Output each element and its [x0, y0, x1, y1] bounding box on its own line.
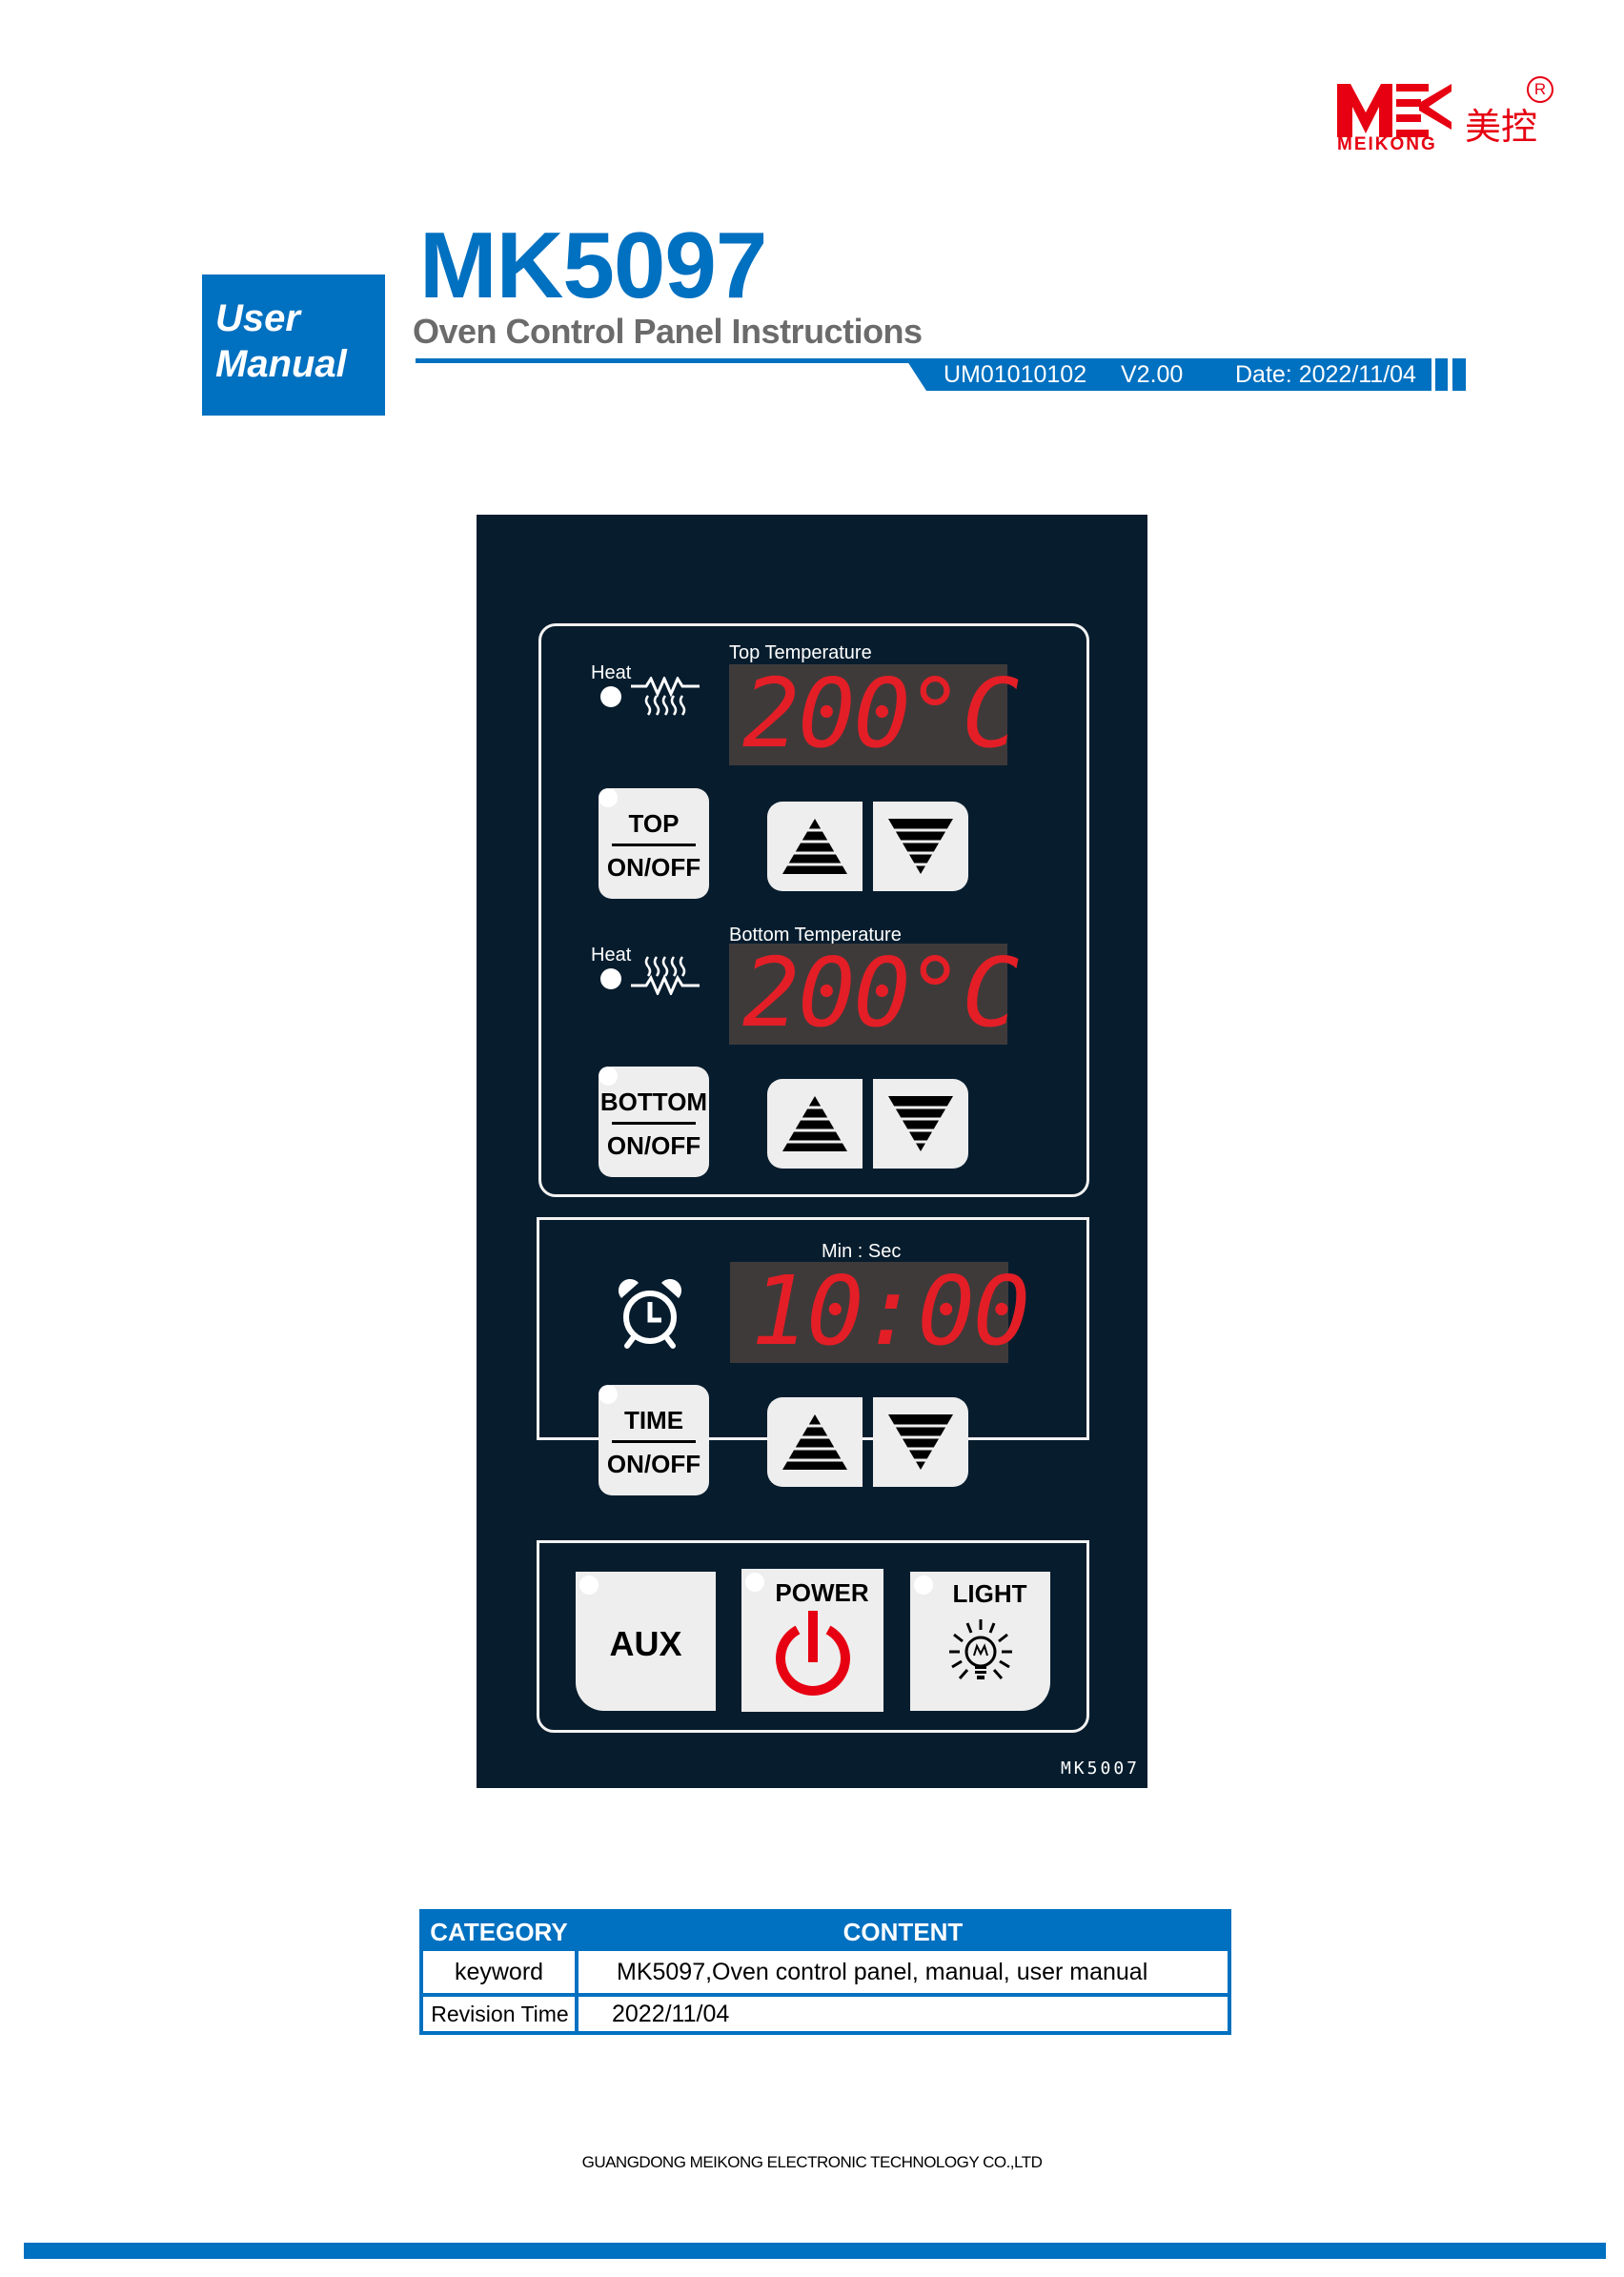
top-temp-down-button[interactable] — [873, 802, 968, 891]
bottom-temp-down-button[interactable] — [873, 1079, 968, 1169]
badge-line-1: User — [215, 297, 300, 339]
bottom-temperature-unit: °C — [906, 937, 1019, 1048]
bottom-heat-indicator — [600, 968, 621, 989]
up-arrow-icon — [767, 1096, 863, 1151]
time-up-button[interactable] — [767, 1397, 863, 1487]
key-divider — [612, 844, 696, 846]
down-arrow-icon — [873, 1096, 968, 1151]
bottom-temperature-display: 200 °C — [729, 937, 1019, 1048]
light-label: LIGHT — [952, 1579, 1027, 1608]
time-onoff-button[interactable]: TIME ON/OFF — [599, 1385, 709, 1495]
document-info-table: CATEGORY CONTENT keyword MK5097,Oven con… — [419, 1909, 1231, 2035]
title-underline — [416, 358, 915, 363]
light-bulb-icon — [949, 1619, 1012, 1679]
bottom-heat-label: Heat — [591, 945, 632, 966]
power-icon — [776, 1611, 850, 1696]
top-temperature-label: Top Temperature — [729, 642, 872, 663]
top-temperature-unit: °C — [906, 658, 1019, 769]
table-row-divider — [423, 1993, 1228, 1997]
doc-number: UM01010102 — [944, 361, 1087, 388]
top-temperature-value: 200 — [742, 658, 911, 769]
aux-label: AUX — [609, 1624, 682, 1663]
timer-value: 10:00 — [751, 1255, 1030, 1367]
top-key-label: TOP — [628, 809, 680, 838]
registered-mark: R — [1527, 76, 1553, 103]
up-arrow-icon — [767, 819, 863, 874]
down-arrow-icon — [873, 819, 968, 874]
bottom-temp-up-button[interactable] — [767, 1079, 863, 1169]
up-arrow-icon — [767, 1414, 863, 1470]
brand-name: MEIKONG — [1337, 134, 1437, 154]
bottom-temperature-label: Bottom Temperature — [729, 925, 902, 945]
company-name: GUANGDONG MEIKONG ELECTRONIC TECHNOLOGY … — [581, 2153, 1043, 2171]
aux-led — [579, 1576, 599, 1595]
document-subtitle: Oven Control Panel Instructions — [413, 312, 923, 351]
table-row-keyword-category: keyword — [454, 1959, 544, 1985]
top-onoff-led — [599, 788, 618, 807]
table-row-keyword-content: MK5097,Oven control panel, manual, user … — [617, 1959, 1148, 1985]
top-temperature-display: 200 °C — [729, 658, 1019, 769]
power-led — [745, 1573, 764, 1592]
decorative-bar — [1435, 358, 1448, 391]
top-heating-element-icon — [631, 677, 700, 716]
bottom-temperature-value: 200 — [742, 937, 911, 1048]
footer-bar — [24, 2243, 1606, 2259]
top-onoff-button[interactable]: TOP ON/OFF — [599, 788, 709, 899]
table-row-revision-content: 2022/11/04 — [612, 2001, 730, 2027]
down-arrow-icon — [873, 1414, 968, 1470]
bottom-heating-element-icon — [631, 956, 700, 995]
panel-model-tag: MK5007 — [1060, 1759, 1140, 1779]
top-temp-up-button[interactable] — [767, 802, 863, 891]
badge-line-2: Manual — [215, 343, 347, 385]
alarm-clock-icon — [618, 1278, 682, 1349]
top-heat-indicator — [600, 686, 621, 707]
light-button[interactable]: LIGHT — [910, 1572, 1050, 1711]
key-divider — [612, 1440, 696, 1443]
doc-version: V2.00 — [1121, 361, 1184, 388]
top-key-onoff-label: ON/OFF — [606, 853, 701, 882]
temperature-section — [538, 623, 1089, 1197]
bottom-key-onoff-label: ON/OFF — [606, 1131, 701, 1160]
table-header-row — [423, 1913, 1228, 1951]
bottom-onoff-led — [599, 1067, 618, 1086]
bottom-key-label: BOTTOM — [599, 1088, 708, 1116]
power-label: POWER — [775, 1578, 869, 1607]
timer-display: 10:00 — [730, 1262, 1030, 1363]
top-heat-label: Heat — [591, 662, 632, 683]
brand-chinese-name: 美控 — [1465, 106, 1538, 148]
doc-date: Date: 2022/11/04 — [1235, 361, 1416, 388]
bottom-onoff-button[interactable]: BOTTOM ON/OFF — [599, 1067, 709, 1177]
time-key-label: TIME — [623, 1406, 684, 1434]
function-key-section — [537, 1540, 1089, 1733]
meikong-logo-icon — [1337, 84, 1451, 137]
table-column-divider — [575, 1913, 579, 2031]
aux-button[interactable]: AUX — [576, 1572, 716, 1711]
decorative-bar — [1452, 358, 1466, 391]
time-key-onoff-label: ON/OFF — [606, 1450, 701, 1478]
timer-unit-label: Min : Sec — [822, 1241, 902, 1262]
doc-info-band — [905, 358, 1431, 391]
key-divider — [612, 1122, 696, 1125]
table-header-category: CATEGORY — [430, 1918, 568, 1946]
power-button[interactable]: POWER — [741, 1569, 883, 1712]
document-title: MK5097 — [419, 213, 767, 317]
light-led — [914, 1576, 933, 1595]
time-down-button[interactable] — [873, 1397, 968, 1487]
time-onoff-led — [599, 1385, 618, 1404]
table-row-revision-category: Revision Time — [431, 2002, 569, 2026]
user-manual-badge: User Manual — [202, 274, 385, 416]
table-header-content: CONTENT — [842, 1918, 964, 1946]
control-panel: Heat Top Temperature 200 °C TOP ON/OFF H… — [477, 515, 1147, 1788]
